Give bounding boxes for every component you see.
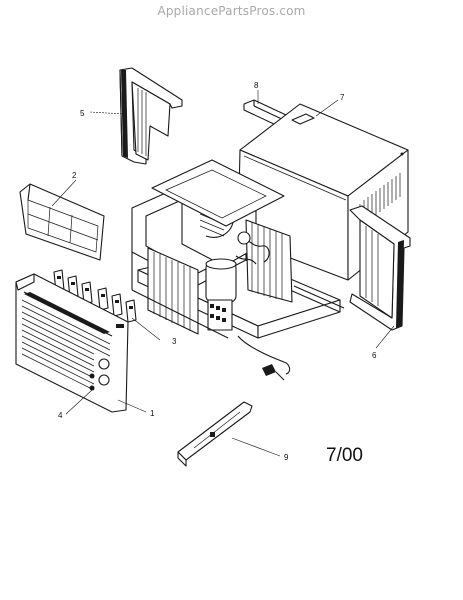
callout-3: 3	[172, 337, 177, 346]
callout-5: 5	[80, 109, 85, 118]
callout-9: 9	[284, 453, 289, 462]
part-6-right-curtain[interactable]	[349, 205, 411, 331]
leader-lines	[51, 90, 395, 457]
callout-8: 8	[254, 81, 259, 90]
part-2-filter[interactable]	[19, 183, 105, 261]
chassis-assembly[interactable]	[131, 159, 345, 381]
watermark-text: AppliancePartsPros.com	[157, 4, 306, 18]
callout-labels: 1 2 3 4 5 6 7 8 9	[58, 81, 377, 462]
callout-4: 4	[58, 411, 63, 420]
callout-6: 6	[372, 351, 377, 360]
revision-code: 7/00	[326, 445, 363, 466]
part-1-front-grille[interactable]	[15, 273, 129, 413]
callout-1: 1	[150, 409, 155, 418]
callout-7: 7	[340, 93, 345, 102]
callout-2: 2	[72, 171, 77, 180]
part-5-left-curtain[interactable]	[119, 67, 183, 165]
part-9-vent-lever[interactable]	[177, 401, 253, 467]
